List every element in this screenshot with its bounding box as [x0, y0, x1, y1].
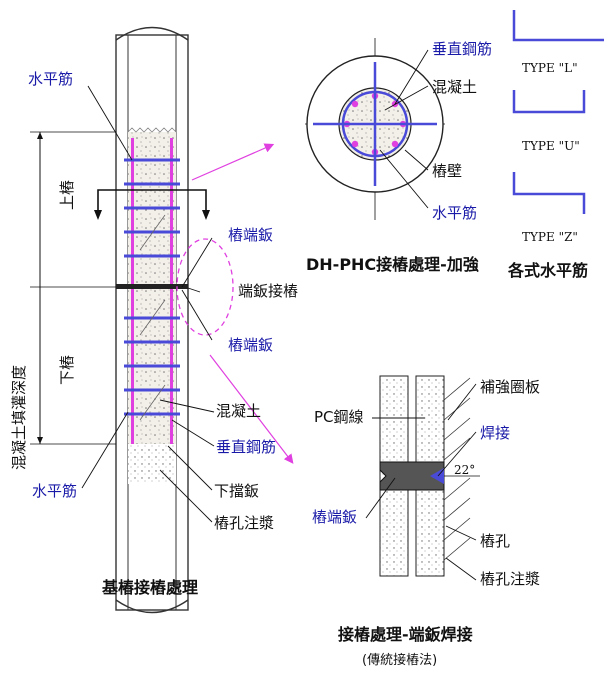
subtitle-weld-detail: (傳統接樁法): [362, 652, 437, 668]
hoop-types: [512, 10, 604, 214]
label-section-concrete: 混凝土: [432, 78, 477, 96]
label-pile-hole: 樁孔: [480, 532, 510, 550]
label-weld-angle: 22°: [454, 463, 475, 477]
arrow-to-detail: [209, 354, 294, 464]
vertical-rebar: [131, 138, 134, 444]
label-bottom-plate: 下擋鈑: [214, 482, 259, 500]
leader-lines-weld: [365, 383, 477, 581]
label-end-plate-lower: 樁端鈑: [228, 336, 273, 354]
label-hoop-bottom: 水平筋: [32, 482, 77, 500]
label-end-plate-splice: 端鈑接樁: [238, 282, 298, 300]
title-hoop-types: 各式水平筋: [507, 261, 588, 280]
label-fill-depth: 混凝土填灌深度: [10, 365, 28, 470]
hoop-type-z-shape: [512, 172, 586, 214]
section-cut-arrows: [97, 189, 207, 212]
leader-lines-section: [379, 49, 429, 209]
label-reinforcing-ring: 補強圈板: [480, 378, 540, 396]
label-lower-pile: 下樁: [58, 355, 76, 385]
label-section-vertical-rebar: 垂直鋼筋: [432, 40, 492, 58]
label-concrete: 混凝土: [216, 402, 261, 420]
end-plate: [116, 284, 188, 289]
label-type-u: TYPE "U": [522, 139, 580, 153]
horizontal-hoops: [124, 158, 180, 416]
pile-splice-drawing: [30, 26, 234, 614]
weld-bead: [430, 468, 444, 484]
arrow-to-section: [191, 143, 275, 181]
weld-detail-drawing: 22°: [379, 375, 480, 577]
title-pile-splice: 基樁接樁處理: [101, 578, 198, 597]
label-hoop-top: 水平筋: [28, 70, 73, 88]
hoop-type-u-shape: [512, 90, 586, 114]
label-type-l: TYPE "L": [522, 61, 578, 75]
label-weld-end-plate: 樁端鈑: [312, 508, 357, 526]
label-section-pile-wall: 樁壁: [432, 162, 462, 180]
label-hole-grout: 樁孔注漿: [214, 514, 274, 532]
label-weld: 焊接: [480, 424, 510, 442]
label-end-plate-upper: 樁端鈑: [228, 226, 273, 244]
label-vertical-rebar: 垂直鋼筋: [216, 438, 276, 456]
leader-lines-left: [81, 85, 215, 523]
title-weld-detail: 接樁處理-端鈑焊接: [338, 625, 473, 644]
label-weld-hole-grout: 樁孔注漿: [480, 570, 540, 588]
weld-end-plates: [379, 461, 445, 491]
label-upper-pile: 上樁: [58, 180, 76, 210]
title-section: DH-PHC接樁處理-加強: [306, 255, 479, 274]
hoop-type-l-shape: [512, 10, 604, 42]
label-section-hoop: 水平筋: [432, 204, 477, 222]
grout-zone: [128, 444, 176, 484]
label-type-z: TYPE "Z": [522, 230, 578, 244]
label-pc-strand: PC鋼線: [314, 408, 364, 426]
cross-section-drawing: [305, 38, 445, 220]
detail-marker: [176, 238, 234, 336]
